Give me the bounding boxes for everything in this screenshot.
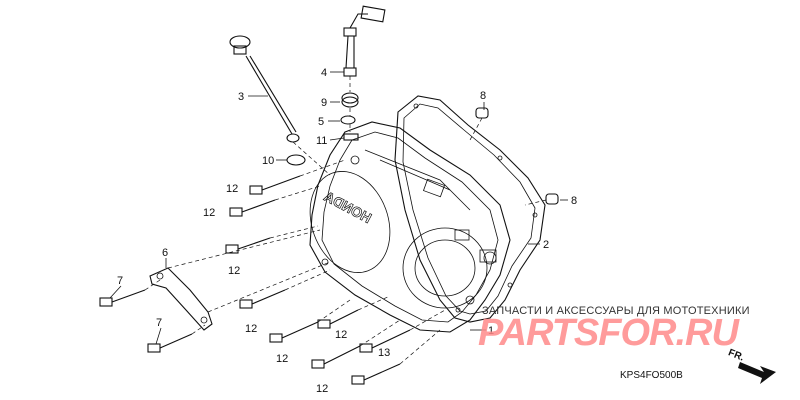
bolt-part-7-b: [147, 333, 193, 353]
dowel-pin-part-8-right: [545, 193, 559, 205]
bolt-part-12-c: [225, 237, 271, 254]
callout-8-right: 8: [571, 195, 577, 207]
callout-7-a: 7: [117, 275, 123, 287]
bolt-part-12-e: [317, 309, 359, 329]
callout-13: 13: [378, 347, 390, 359]
callout-12-c: 12: [228, 265, 240, 277]
dipstick-part-3: [229, 35, 300, 143]
callout-11: 11: [316, 135, 327, 147]
callout-7-b: 7: [156, 317, 162, 329]
watermark-tagline: ЗАПЧАСТИ И АКСЕССУАРЫ ДЛЯ МОТОТЕХНИКИ: [482, 305, 750, 317]
bolt-part-12-a: [249, 175, 301, 195]
callout-5: 5: [318, 116, 324, 128]
o-ring-part-9: [341, 92, 359, 108]
bolt-part-12-f: [269, 321, 319, 343]
installation-lines: [144, 76, 547, 365]
callout-2: 2: [543, 239, 549, 251]
bolts: [99, 175, 411, 385]
callout-12-e: 12: [335, 329, 347, 341]
callout-12-a: 12: [226, 183, 238, 195]
leader-lines: [109, 71, 568, 345]
washer-part-5: [340, 115, 356, 125]
cover-brand-text: HONDA: [321, 188, 374, 226]
callout-10: 10: [262, 155, 274, 167]
bolt-part-13: [359, 329, 411, 353]
callout-12-g: 12: [316, 383, 328, 395]
bolt-part-12-h: [351, 363, 401, 385]
callout-3: 3: [238, 91, 244, 103]
callout-12-d: 12: [245, 323, 257, 335]
front-direction-arrow: [738, 362, 776, 384]
callouts: 1 2 3 4 5 6 7 7 8 8 9 10 11 12 12 12 12 …: [117, 67, 577, 395]
sensor-pipe-part-4: [343, 5, 386, 77]
callout-4: 4: [321, 67, 327, 79]
callout-1: 1: [488, 325, 494, 337]
dowel-pin-part-8-top: [475, 107, 489, 119]
gasket-part-2: [394, 95, 546, 323]
bolt-part-7-a: [99, 289, 146, 307]
o-ring-part-10: [286, 154, 306, 166]
bolt-part-12-g: [311, 345, 361, 369]
pin-part-11: [343, 133, 359, 141]
callout-9: 9: [321, 97, 327, 109]
bolt-part-12-d: [239, 289, 286, 309]
bolt-part-12-b: [229, 199, 276, 217]
diagram-code: KPS4FO500B: [620, 370, 683, 381]
callout-6: 6: [162, 247, 168, 259]
callout-8-top: 8: [480, 90, 486, 102]
callout-12-f: 12: [276, 353, 288, 365]
callout-12-b: 12: [203, 207, 215, 219]
bracket-part-6: [149, 267, 213, 331]
watermark-logo: PARTSFOR.RU: [478, 312, 739, 354]
